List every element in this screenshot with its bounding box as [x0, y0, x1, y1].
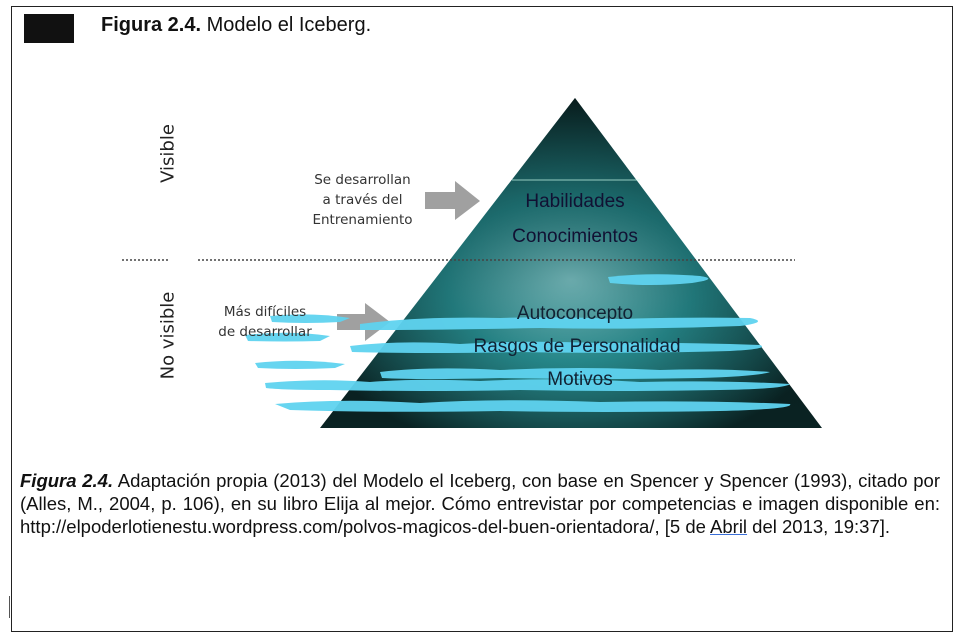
difficult-note-line-2: de desarrollar [218, 324, 312, 340]
layer-motivos: Motivos [547, 369, 613, 390]
caption-figure-label: Figura 2.4. [20, 470, 114, 491]
training-note-line-2: a través del [322, 192, 403, 208]
difficult-arrow-icon [337, 303, 390, 341]
water-streaks [245, 274, 791, 412]
visible-label: Visible [157, 124, 179, 183]
text-cursor [9, 596, 10, 618]
layer-rasgos: Rasgos de Personalidad [473, 336, 681, 357]
caption-text: Adaptación propia (2013) del Modelo el I… [20, 470, 940, 537]
training-note-line-1: Se desarrollan [314, 172, 411, 188]
layer-habilidades: Habilidades [525, 191, 625, 212]
training-arrow-icon [425, 181, 480, 220]
not-visible-label: No visible [157, 291, 179, 380]
caption-text-end: del 2013, 19:37]. [747, 516, 891, 537]
caption-abril: Abril [710, 516, 748, 537]
figure-number: Figura 2.4. [101, 14, 202, 36]
difficult-note-line-1: Más difíciles [223, 304, 307, 320]
layer-autoconcepto: Autoconcepto [516, 303, 634, 324]
difficult-note: Más difíciles de desarrollar [205, 302, 325, 342]
training-note-line-3: Entrenamiento [312, 212, 413, 228]
figure-title: Figura 2.4. Modelo el Iceberg. [101, 14, 371, 37]
redaction-block [24, 14, 74, 43]
figure-caption: Figura 2.4. Adaptación propia (2013) del… [20, 469, 940, 538]
layer-conocimientos: Conocimientos [512, 226, 638, 247]
training-note: Se desarrollan a través del Entrenamient… [300, 170, 425, 230]
figure-frame [11, 6, 953, 632]
figure-title-text: Modelo el Iceberg. [206, 14, 372, 36]
